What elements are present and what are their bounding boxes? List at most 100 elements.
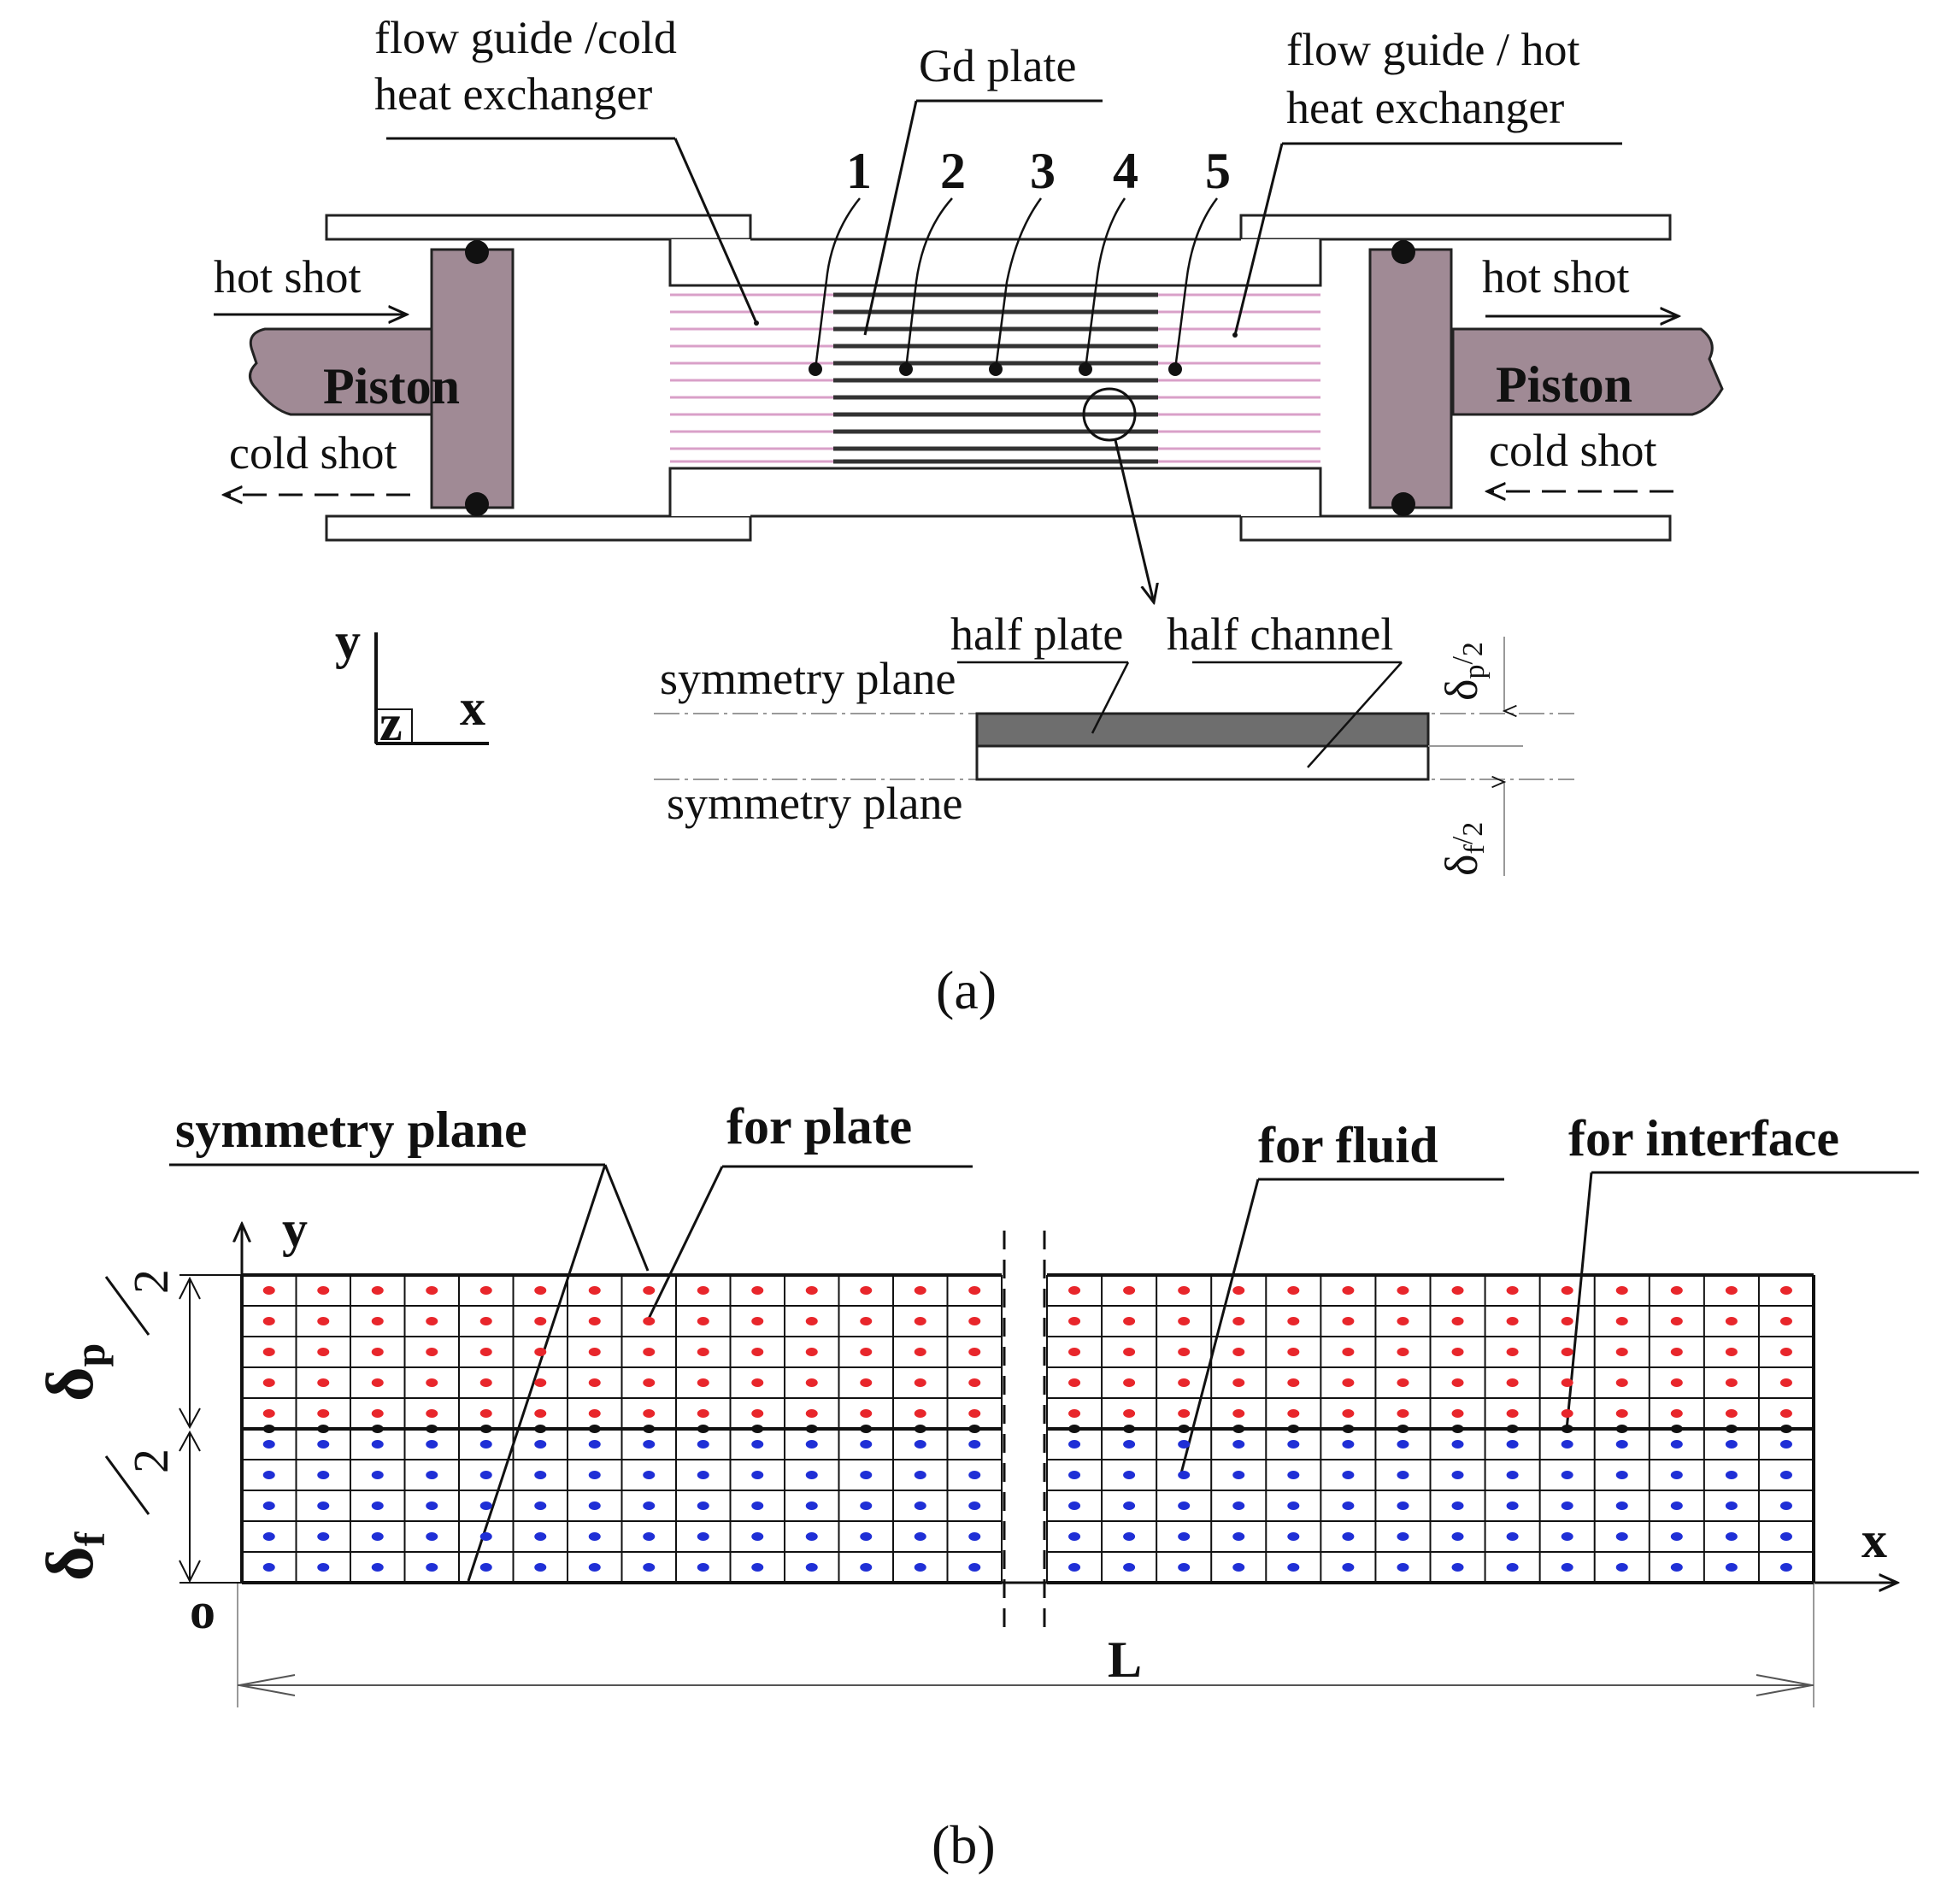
fluid-node [1670,1532,1683,1541]
point-label-3: 3 [1030,143,1056,199]
top-wall-right [1239,214,1672,241]
point-label-1: 1 [846,143,872,199]
point-label-4: 4 [1113,143,1138,199]
fluid-node [534,1440,547,1449]
half-plate-leader [1091,661,1130,734]
plate-node [751,1348,764,1356]
plate-node [317,1409,330,1418]
fluid-node [1725,1532,1738,1541]
figure-a: hot shot hot shot Piston Piston cold sho… [214,12,1724,1020]
fluid-node [479,1471,492,1479]
plate-node [1397,1286,1409,1295]
fluid-node [1342,1563,1355,1572]
interface-node [1342,1425,1355,1433]
point-leader-2 [904,197,953,370]
symmetry-plane-bottom-label: symmetry plane [667,778,962,829]
fluid-node [1232,1501,1245,1510]
fluid-node [1397,1471,1409,1479]
fluid-node [534,1563,547,1572]
interface-node [1232,1425,1245,1433]
fluid-node [643,1440,656,1449]
plate-node [317,1317,330,1325]
interface-node [1779,1425,1792,1433]
flow-guide-hot-leader [1233,143,1284,336]
length-arrow-left [238,1674,296,1696]
plate-node [1178,1348,1191,1356]
plate-node [1123,1378,1136,1387]
plate-node [1779,1378,1792,1387]
plate-node [1670,1409,1683,1418]
plate-node [1615,1286,1628,1295]
plate-node [426,1409,438,1418]
fluid-node [426,1563,438,1572]
fluid-node [1178,1563,1191,1572]
fluid-node [1068,1563,1081,1572]
flow-guide-hot-label-line2: heat exchanger [1286,82,1564,133]
fluid-node [1779,1440,1792,1449]
plate-node [1561,1317,1573,1325]
plate-node [1561,1286,1573,1295]
plate-node [1670,1317,1683,1325]
zoom-arrow [1114,439,1154,602]
plate-node [1561,1348,1573,1356]
half-channel-leader [1307,661,1403,768]
housing-top [668,239,1322,287]
point-label-2: 2 [940,143,966,199]
fluid-node [1779,1501,1792,1510]
fluid-node [1397,1532,1409,1541]
fluid-node [1232,1440,1245,1449]
fluid-node [1123,1440,1136,1449]
plate-node [1506,1378,1519,1387]
fluid-node [479,1563,492,1572]
caption-b: (b) [932,1814,996,1875]
fluid-node [1670,1501,1683,1510]
fluid-node [914,1532,926,1541]
gd-plate-leader [863,100,918,336]
plate-node [1232,1378,1245,1387]
plate-node [643,1286,656,1295]
fluid-node [1615,1563,1628,1572]
plate-node [1561,1409,1573,1418]
plate-node [860,1409,873,1418]
plate-node [1451,1317,1464,1325]
half-channel-label: half channel [1167,608,1393,660]
fluid-node [1287,1532,1300,1541]
axis-x-label-b: x [1861,1512,1887,1568]
fluid-node [860,1532,873,1541]
plate-node [1232,1286,1245,1295]
fluid-node [1725,1501,1738,1510]
plate-node [1287,1378,1300,1387]
interface-node [588,1425,601,1433]
fluid-node [1123,1563,1136,1572]
interface-node [751,1425,764,1433]
fluid-node [1068,1471,1081,1479]
plate-node [1779,1317,1792,1325]
half-channel-rect [975,744,1430,781]
plate-node [1287,1348,1300,1356]
plate-node [1725,1378,1738,1387]
dim-b-tick-4 [179,1560,201,1584]
fluid-node [1506,1471,1519,1479]
delta-p-over-2-label: δp/2 [1436,642,1491,701]
plate-node [534,1409,547,1418]
fluid-node [588,1440,601,1449]
plate-node [371,1317,384,1325]
fluid-node [426,1440,438,1449]
fluid-node [317,1501,330,1510]
plate-node [1123,1317,1136,1325]
point-leader-1 [814,197,861,370]
fluid-node [262,1532,275,1541]
interface-node [426,1425,438,1433]
interface-node [1725,1425,1738,1433]
interface-node [643,1425,656,1433]
plate-node [1779,1286,1792,1295]
cold-shot-left-label: cold shot [229,427,397,479]
fluid-node [1397,1563,1409,1572]
point-dot-5 [1168,362,1182,376]
interface-node [697,1425,709,1433]
plate-node [1068,1348,1081,1356]
fluid-node [1451,1471,1464,1479]
interface-node [1670,1425,1683,1433]
delta-p-over-2-label-b: δp 2 [32,1269,179,1402]
plate-node [479,1378,492,1387]
